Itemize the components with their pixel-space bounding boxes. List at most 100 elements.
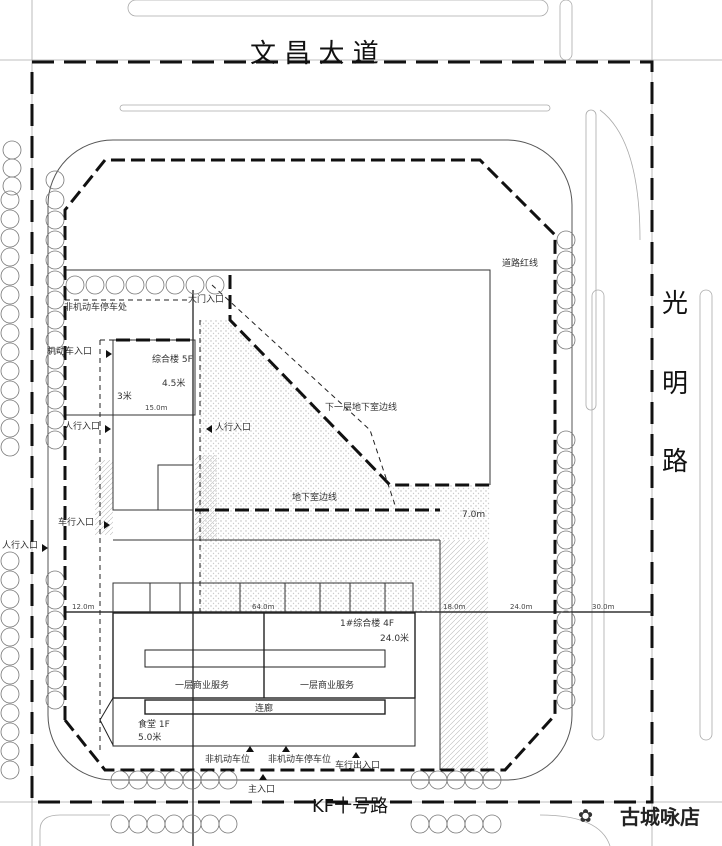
label-corridor: 连廊	[255, 702, 273, 714]
label-red-line: 道路红线	[502, 257, 538, 269]
tree-icon	[0, 608, 20, 628]
label-bldg-sw: 食堂 1F	[138, 718, 170, 730]
dimension-label: 24.0m	[510, 603, 533, 611]
tree-icon	[45, 590, 65, 610]
tree-icon	[556, 650, 576, 670]
tree-icon	[556, 610, 576, 630]
wechat-icon: ✿	[578, 806, 593, 827]
tree-icon	[45, 250, 65, 270]
label-pedestrian-entry-1: 人行入口	[64, 420, 100, 432]
tree-icon	[145, 275, 165, 295]
label-top-small: 大门入口	[188, 293, 224, 305]
tree-icon	[0, 627, 20, 647]
label-block-note: 1#综合楼 4F	[340, 617, 394, 629]
tree-icon	[0, 304, 20, 324]
label-entry-se: 车行出入口	[335, 759, 380, 771]
tree-icon	[45, 610, 65, 630]
tree-icon	[218, 770, 238, 790]
tree-icon	[556, 450, 576, 470]
tree-icon	[482, 814, 502, 834]
tree-icon	[45, 330, 65, 350]
label-hall-left: 一层商业服务	[175, 679, 229, 691]
tree-icon	[45, 290, 65, 310]
tree-icon	[205, 275, 225, 295]
label-top-left-note: 非机动车停车处	[64, 301, 127, 313]
tree-icon	[0, 418, 20, 438]
entry-arrows	[42, 350, 360, 780]
label-vehicle-entry-1: 机动车入口	[47, 345, 92, 357]
tree-icon	[0, 361, 20, 381]
tree-icon	[45, 650, 65, 670]
main-building	[99, 612, 416, 747]
tree-icon	[45, 270, 65, 290]
tree-icon	[0, 570, 20, 590]
tree-icon	[556, 490, 576, 510]
plaza-hatch	[200, 320, 490, 612]
green-strip-east	[440, 540, 488, 770]
tree-icon	[185, 275, 205, 295]
dimension-label: 12.0m	[72, 603, 95, 611]
tree-icon	[556, 270, 576, 290]
tree-icon	[45, 570, 65, 590]
label-hall-right: 一层商业服务	[300, 679, 354, 691]
green-strip-mid	[195, 455, 217, 540]
tree-icon	[2, 158, 22, 178]
tree-icon	[165, 275, 185, 295]
tree-icon	[0, 589, 20, 609]
watermark: ✿ 古城咏店	[578, 805, 700, 829]
tree-icon	[0, 684, 20, 704]
dimension-label: 18.0m	[443, 603, 466, 611]
tree-icon	[128, 814, 148, 834]
label-building-line: 地下室边线	[292, 491, 337, 503]
tree-icon	[0, 285, 20, 305]
tree-icon	[482, 770, 502, 790]
label-entry-east: 人行入口	[215, 421, 251, 433]
tree-icon	[428, 814, 448, 834]
tree-icon	[45, 230, 65, 250]
label-bldg-sw-sub: 5.0米	[138, 731, 161, 743]
tree-icon	[125, 275, 145, 295]
tree-icon	[105, 275, 125, 295]
tree-icon	[218, 814, 238, 834]
label-main-entry: 主入口	[248, 783, 275, 795]
tree-icon	[45, 690, 65, 710]
tree-icon	[556, 290, 576, 310]
tree-icon	[45, 170, 65, 190]
tree-icon	[0, 437, 20, 457]
tree-icon	[200, 814, 220, 834]
tree-icon	[0, 399, 20, 419]
site-boundary	[30, 60, 654, 804]
tree-icon	[464, 814, 484, 834]
tree-icon	[556, 630, 576, 650]
road-name-south: KF十号路	[312, 796, 388, 817]
tree-icon	[0, 323, 20, 343]
label-bldg-small-sub: 4.5米	[162, 377, 185, 389]
tree-icon	[0, 380, 20, 400]
tree-icon	[85, 275, 105, 295]
tree-icon	[0, 551, 20, 571]
tree-icon	[45, 390, 65, 410]
tree-icon	[556, 330, 576, 350]
tree-icon	[0, 190, 20, 210]
label-dim-small: 15.0m	[145, 404, 168, 412]
tree-icon	[45, 190, 65, 210]
tree-icon	[2, 176, 22, 196]
tree-icon	[45, 430, 65, 450]
tree-icon	[65, 275, 85, 295]
tree-icon	[556, 510, 576, 530]
tree-icon	[556, 230, 576, 250]
tree-icon	[556, 530, 576, 550]
tree-icon	[0, 228, 20, 248]
tree-icon	[45, 210, 65, 230]
label-bike-2: 非机动车停车位	[268, 753, 331, 765]
watermark-text: 古城咏店	[620, 805, 700, 829]
tree-icon	[45, 410, 65, 430]
tree-icon	[146, 814, 166, 834]
tree-icon	[556, 470, 576, 490]
tree-icon	[556, 310, 576, 330]
red-line	[63, 158, 557, 772]
tree-icon	[556, 550, 576, 570]
tree-icon	[110, 814, 130, 834]
